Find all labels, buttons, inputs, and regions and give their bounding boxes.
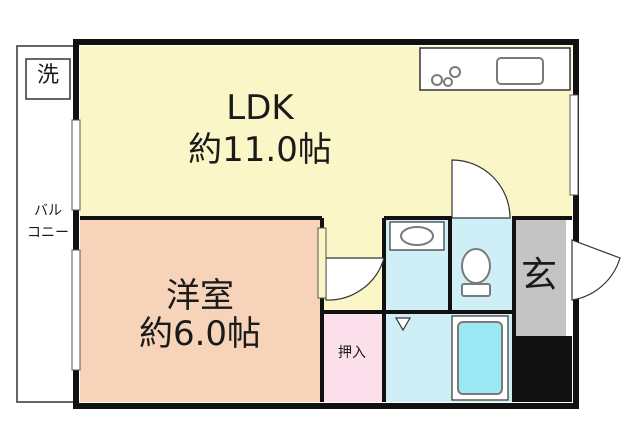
western-room-label: 洋室 (166, 276, 234, 316)
closet (322, 312, 384, 402)
laundry-box (25, 58, 71, 100)
outer-wall (73, 39, 579, 409)
western-room-area: 約6.0帖 (138, 314, 262, 354)
sink-icon (496, 57, 544, 85)
entrance-step (514, 336, 572, 402)
ldk-label: LDK (226, 88, 294, 128)
laundry-label: 洗 (36, 63, 59, 88)
balcony-label-2: コニー (27, 225, 69, 241)
toilet-icon (461, 248, 491, 297)
door-swing-icon (325, 159, 621, 301)
western-room (80, 218, 322, 402)
bathtub-icon (457, 321, 503, 395)
kitchen-counter (419, 47, 571, 91)
balcony-label-1: バル (34, 203, 62, 219)
closet-label: 押入 (338, 345, 366, 361)
left-windows (71, 119, 81, 371)
right-window (569, 94, 579, 196)
entrance-label: 玄 (520, 255, 557, 296)
washbasin-icon (400, 226, 434, 246)
balcony (16, 45, 78, 403)
entrance (514, 218, 566, 336)
stove-icon (431, 66, 461, 87)
drain-icon (394, 317, 412, 332)
ldk-area: 約11.0帖 (188, 130, 332, 170)
western-door-opening (317, 227, 327, 299)
